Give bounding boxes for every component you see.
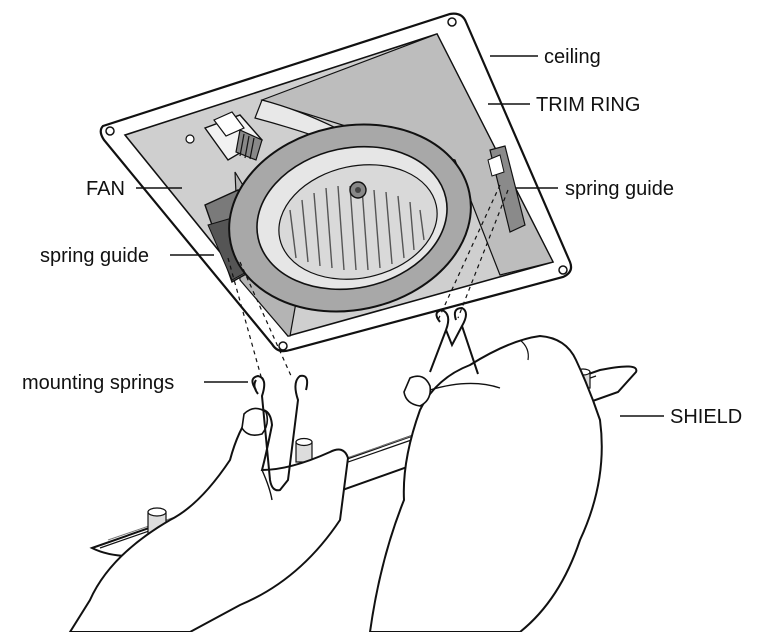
left-hand	[68, 407, 350, 632]
label-ceiling: ceiling	[544, 46, 601, 68]
label-trim-ring: TRIM RING	[536, 94, 640, 116]
trim-screw-hole	[105, 126, 115, 136]
trim-screw-hole	[558, 265, 568, 275]
mounting-spring-right	[429, 306, 479, 375]
shield-post	[295, 437, 313, 463]
label-spring-guide-left: spring guide	[40, 245, 149, 267]
label-fan: FAN	[86, 178, 125, 200]
mounting-spring-left	[251, 374, 309, 492]
label-mounting-springs: mounting springs	[22, 372, 174, 394]
leader-lines	[136, 55, 664, 417]
alignment-dashes	[227, 184, 509, 381]
electrical-connector	[203, 111, 264, 161]
housing-screw	[185, 134, 195, 144]
trim-screw-hole	[447, 17, 457, 27]
label-shield: SHIELD	[670, 406, 742, 428]
spring-guide-right	[487, 145, 526, 233]
fan-wheel	[228, 123, 472, 313]
right-hand	[368, 334, 603, 632]
trim-screw-hole	[278, 341, 288, 351]
label-spring-guide-right: spring guide	[565, 178, 674, 200]
